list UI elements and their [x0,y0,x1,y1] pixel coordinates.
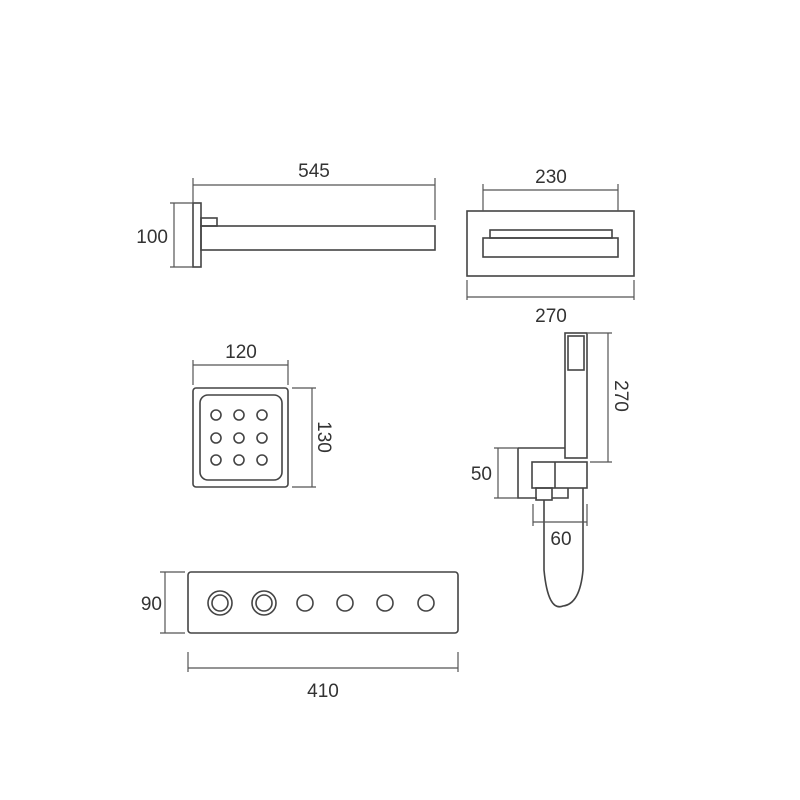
shower-arm-view: 545 100 [136,161,436,268]
nozzle [256,409,268,421]
control-panel-outline [187,571,459,634]
button-1 [296,594,314,612]
bracket-width-label: 60 [550,529,571,550]
outer-width-label: 270 [535,306,567,327]
nozzle [233,454,245,466]
nozzle-grid [210,409,268,466]
button-4 [417,594,435,612]
nozzle [233,432,245,444]
diverter-knob-1-outer [207,590,233,616]
nozzle [256,432,268,444]
jet-width-dimension [192,360,289,385]
body-jet-face [199,394,283,481]
arm-length-label: 545 [298,161,330,182]
panel-width-label: 410 [307,681,339,702]
rain-head-top [489,229,613,239]
panel-height-label: 90 [141,594,162,615]
rain-head-outline [466,210,635,277]
panel-height-dimension [160,571,185,634]
nozzle [210,454,222,466]
nozzle [210,432,222,444]
hand-shower-view: 270 50 60 [471,332,631,608]
wall-plate [192,202,202,268]
rain-head-view: 230 270 [466,167,635,327]
hand-shower-head [567,335,585,371]
inner-width-label: 230 [535,167,567,188]
control-panel-view: 90 410 [141,571,459,702]
jet-height-label: 130 [313,421,334,453]
arm-stub [200,217,218,227]
panel-width-dimension [187,652,459,672]
body-jet-view: 120 130 [192,342,334,488]
bracket-height-dimension [494,447,518,499]
bracket-outline [517,447,569,499]
diverter-knob-2-inner [255,594,273,612]
jet-width-label: 120 [225,342,257,363]
button-2 [336,594,354,612]
length-dimension-line [192,178,436,220]
jet-height-dimension [292,387,316,488]
handle-length-dimension [588,332,612,463]
body-jet-outline [192,387,289,488]
rain-head-inner [482,237,619,258]
button-3 [376,594,394,612]
arm-height-label: 100 [136,227,168,248]
hose-connector [535,487,553,501]
height-dimension-line [170,202,193,268]
bracket-width-dimension [532,504,588,526]
bracket-block [531,461,588,489]
nozzle [233,409,245,421]
nozzle [210,409,222,421]
nozzle [256,454,268,466]
bracket-height-label: 50 [471,464,492,485]
inner-width-dimension [482,184,619,211]
handle-length-label: 270 [610,380,631,412]
outer-width-dimension [466,280,635,300]
hand-shower-handle [564,332,588,459]
diverter-knob-2-outer [251,590,277,616]
diverter-knob-1-inner [211,594,229,612]
arm-body [200,225,436,251]
hose [543,488,584,608]
